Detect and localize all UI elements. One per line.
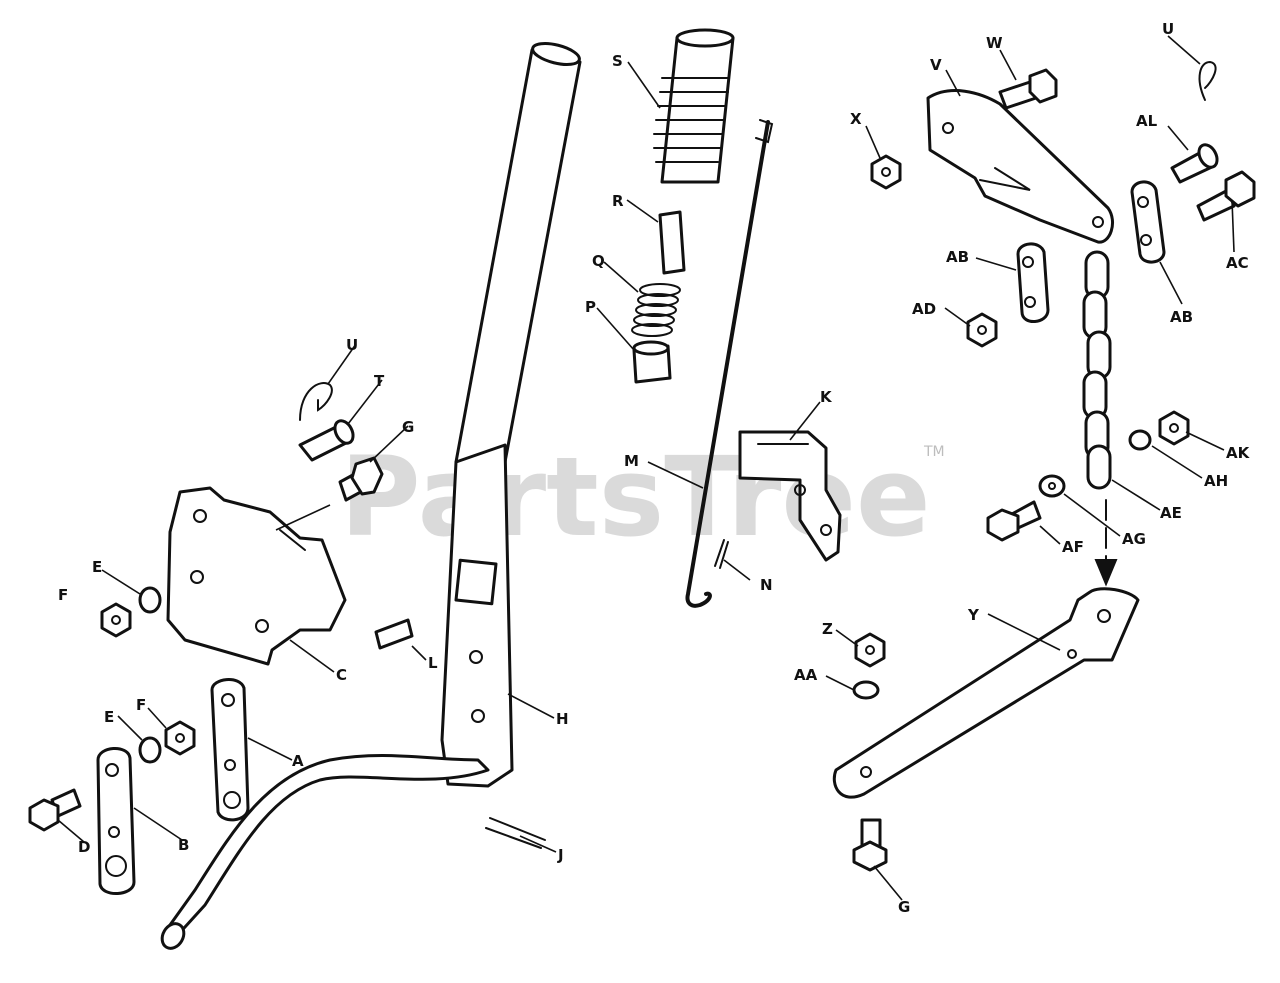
part-x-nut — [870, 154, 902, 190]
callout-af: AF — [1062, 538, 1084, 556]
part-ag-washer — [1038, 474, 1066, 498]
callout-ab-right: AB — [1170, 308, 1193, 326]
part-d-bolt — [28, 788, 82, 832]
part-v-bracket — [926, 89, 1114, 244]
callout-e-lower: E — [104, 708, 114, 726]
callout-ah: AH — [1204, 472, 1228, 490]
callout-z: Z — [822, 620, 833, 638]
callout-d: D — [78, 838, 90, 856]
part-n-cotter-pin — [714, 539, 729, 569]
callout-ae: AE — [1160, 504, 1182, 522]
callout-g-upper: G — [402, 418, 414, 436]
part-ab-plate-right — [1130, 180, 1166, 264]
part-ah-washer — [1128, 429, 1152, 451]
callout-ac: AC — [1226, 254, 1249, 272]
part-e-washer-upper — [138, 586, 162, 614]
part-y-bar — [832, 587, 1140, 799]
callout-f-upper: F — [58, 586, 68, 604]
part-k-bracket — [738, 430, 842, 562]
callout-k: K — [820, 388, 833, 406]
part-f-nut-lower — [164, 720, 196, 756]
part-w-bolt — [998, 68, 1058, 110]
callout-ak: AK — [1226, 444, 1251, 462]
callout-ad: AD — [912, 300, 936, 318]
callout-e-upper: E — [92, 558, 102, 576]
callout-m: M — [624, 452, 639, 470]
part-ad-nut — [966, 312, 998, 348]
watermark-trademark: TM — [923, 444, 945, 460]
part-u-hairpin-right — [1198, 60, 1217, 101]
part-a-link — [210, 678, 250, 822]
part-q-spring — [631, 283, 681, 337]
handle-tube — [160, 42, 582, 950]
callout-q: Q — [592, 252, 605, 270]
callout-c: C — [336, 666, 347, 684]
callout-g-lower: G — [898, 898, 910, 916]
callout-l: L — [428, 654, 438, 672]
callout-aa: AA — [794, 666, 818, 684]
part-g-bolt-lower — [852, 818, 888, 872]
part-r-coupler — [658, 210, 686, 275]
callout-ag: AG — [1122, 530, 1146, 548]
callout-j: J — [557, 846, 564, 864]
part-t-clevis-pin — [298, 419, 355, 462]
part-ak-nut — [1158, 410, 1190, 446]
part-ac-bolt — [1196, 170, 1256, 222]
callout-p: P — [585, 298, 596, 316]
callout-b: B — [178, 836, 189, 854]
callout-f-lower: F — [136, 696, 146, 714]
part-m-rod — [685, 119, 774, 608]
part-g-bolt-left — [338, 456, 384, 502]
part-ab-plate-left — [1016, 242, 1050, 323]
part-f-nut-upper — [100, 602, 132, 638]
callout-y: Y — [967, 606, 980, 624]
part-aa-washer — [852, 680, 880, 700]
part-af-bolt — [986, 500, 1042, 542]
callout-r: R — [612, 192, 624, 210]
callout-h: H — [556, 710, 569, 728]
callout-ab-left: AB — [946, 248, 969, 266]
part-chain — [1082, 250, 1112, 490]
callout-n: N — [760, 576, 773, 594]
part-al-pin — [1170, 143, 1219, 184]
part-j-pins — [485, 817, 546, 849]
part-p-bushing — [632, 340, 672, 384]
part-z-nut — [854, 632, 886, 668]
callout-s: S — [612, 52, 623, 70]
leader-lines — [57, 35, 1235, 901]
callout-a: A — [292, 752, 304, 770]
callout-labels: S R Q P M N K W V X U AL AC AB AB AD AK … — [58, 20, 1251, 916]
part-u-hairpin-left — [299, 382, 333, 421]
callout-t: T — [374, 372, 385, 390]
callout-w: W — [986, 34, 1003, 52]
assembly-arrow — [1094, 499, 1118, 587]
callout-u-right: U — [1162, 20, 1174, 38]
callout-al: AL — [1136, 112, 1158, 130]
part-b-link — [96, 747, 136, 895]
part-e-washer-lower — [138, 736, 162, 764]
part-s-grip — [653, 28, 735, 184]
part-c-plate — [166, 486, 347, 666]
callout-x: X — [850, 110, 862, 128]
callout-v: V — [930, 56, 942, 74]
callout-u-left: U — [346, 336, 358, 354]
part-l-pin — [374, 618, 414, 650]
